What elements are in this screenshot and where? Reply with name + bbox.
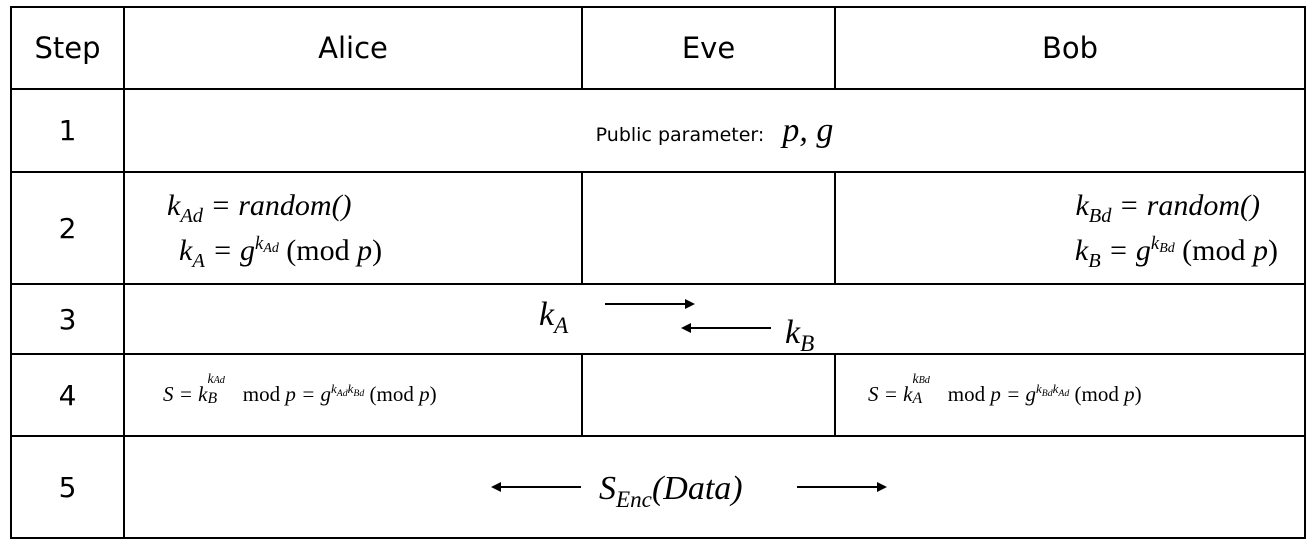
encrypted-data-expr: SEnc(Data) (599, 470, 743, 514)
bob-key-generation-cell: kBd = random() kB = gkBd (mod p) (834, 171, 1306, 285)
step-row-5: 5 SEnc(Data) (10, 435, 1306, 539)
step-number: 2 (10, 171, 125, 285)
alice-private-key-line: kAd = random() (167, 189, 352, 228)
alice-public-key-term: kA (539, 296, 569, 340)
alice-public-key-line: kA = gkAd (mod p) (179, 232, 383, 273)
arrow-left-icon (681, 323, 771, 333)
step-number: 3 (10, 283, 125, 355)
key-exchange-cell: kA kB (123, 283, 1306, 356)
step-row-3: 3 kA kB (10, 283, 1306, 356)
arrow-left-icon (491, 482, 581, 492)
step-number: 5 (10, 435, 125, 539)
bob-public-key-line: kB = gkBd (mod p) (1074, 232, 1278, 273)
header-row: Step Alice Eve Bob (10, 6, 1306, 90)
header-eve: Eve (581, 6, 836, 90)
bob-private-key-line: kBd = random() (1075, 189, 1260, 228)
step-row-2: 2 kAd = random() kA = gkAd (mod p) kBd =… (10, 171, 1306, 285)
alice-key-generation-cell: kAd = random() kA = gkAd (mod p) (123, 171, 583, 285)
header-alice: Alice (123, 6, 583, 90)
eve-cell-step-4 (581, 353, 836, 437)
header-bob: Bob (834, 6, 1306, 90)
header-step: Step (10, 6, 125, 90)
encrypted-data-cell: SEnc(Data) (123, 435, 1306, 539)
step-row-1: 1 Public parameter: p, g (10, 88, 1306, 173)
diffie-hellman-table: Step Alice Eve Bob 1 Public parameter: p… (10, 6, 1306, 539)
step-number: 4 (10, 353, 125, 437)
public-parameter-expr: p, g (782, 111, 834, 149)
eve-cell-step-2 (581, 171, 836, 285)
public-parameter-cell: Public parameter: p, g (123, 88, 1306, 173)
arrow-right-icon (605, 299, 695, 309)
bob-public-key-term: kB (785, 314, 815, 358)
arrow-right-icon (797, 482, 887, 492)
step-number: 1 (10, 88, 125, 173)
public-parameter-label: Public parameter: (595, 123, 765, 146)
